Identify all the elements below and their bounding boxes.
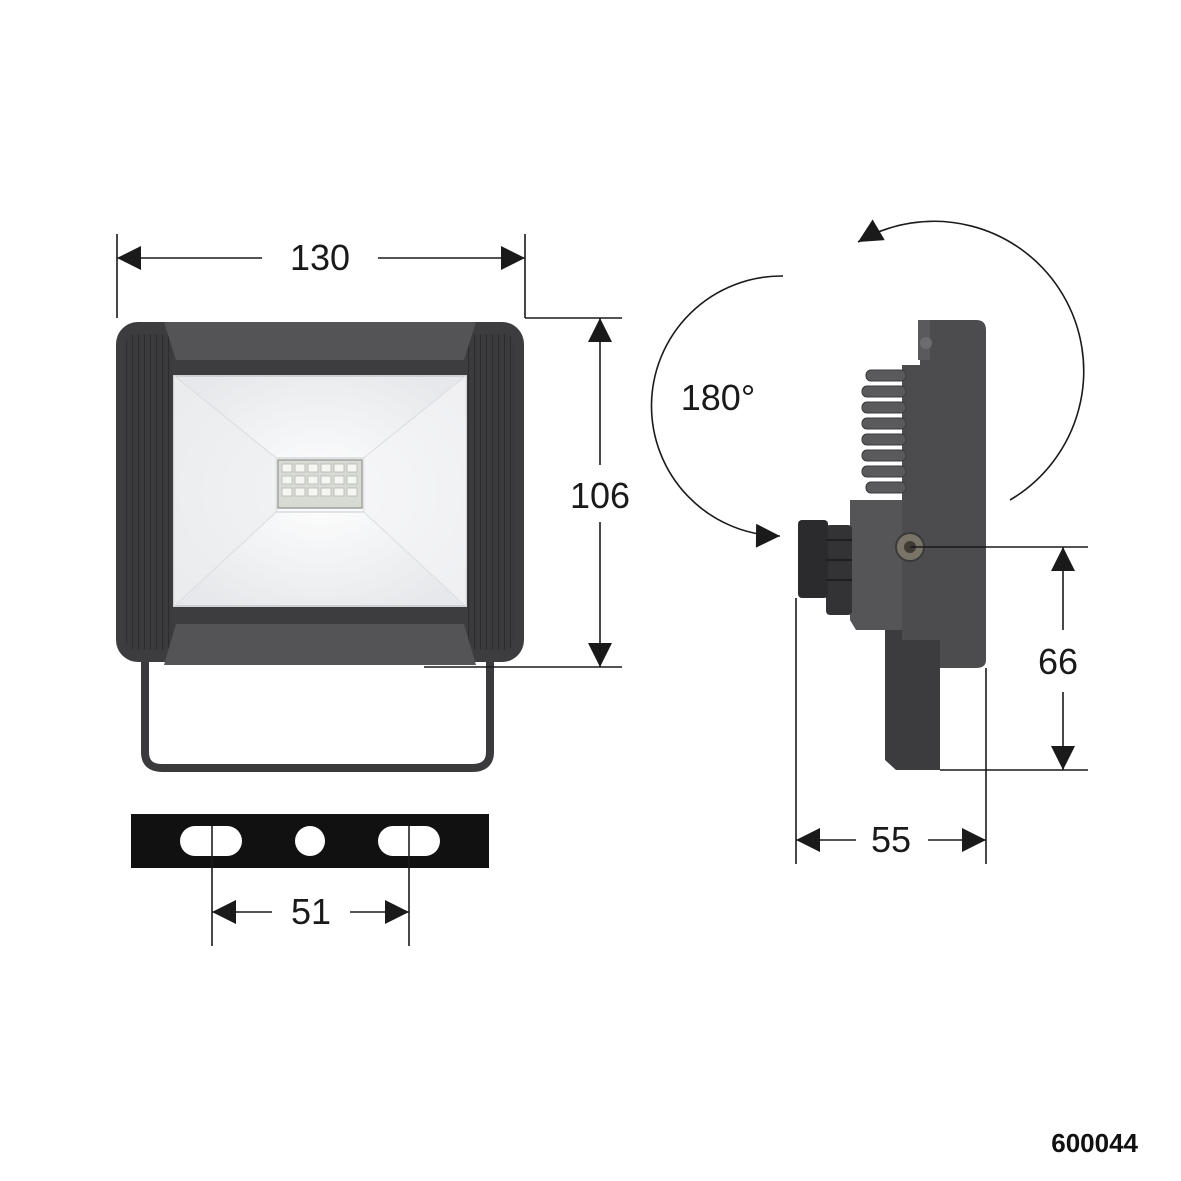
rotation-label: 180°	[681, 377, 755, 418]
floodlight-front-view-icon	[116, 322, 524, 772]
depth-label: 55	[871, 819, 911, 860]
depth-dimension: 55	[795, 598, 987, 864]
product-code: 600044	[1051, 1128, 1138, 1158]
pivot-height-dimension: 66	[910, 546, 1088, 771]
height-label: 106	[570, 475, 630, 516]
cooling-fins	[861, 369, 907, 494]
floodlight-side-view-icon	[798, 320, 986, 770]
pivot-height-label: 66	[1038, 641, 1078, 682]
width-label: 130	[290, 237, 350, 278]
stand-bracket	[141, 660, 494, 772]
hole-spacing-label: 51	[291, 891, 331, 932]
bracket-slot-left	[180, 826, 242, 856]
hole-spacing-dimension: 51	[211, 856, 410, 946]
ribbed-side-left	[126, 334, 172, 650]
bracket-hole-center	[295, 826, 325, 856]
height-dimension: 106	[424, 317, 630, 668]
cable-gland	[798, 520, 852, 615]
width-dimension: 130	[116, 234, 526, 318]
top-frame-cap	[164, 322, 476, 360]
side-housing	[902, 320, 986, 668]
rotation-indicator: 180°	[650, 219, 1085, 548]
mounting-bracket-icon	[131, 814, 489, 868]
led-chip	[277, 459, 363, 509]
bottom-frame-cap	[164, 624, 476, 665]
ribbed-side-right	[468, 334, 514, 650]
pivot-block	[850, 500, 902, 630]
